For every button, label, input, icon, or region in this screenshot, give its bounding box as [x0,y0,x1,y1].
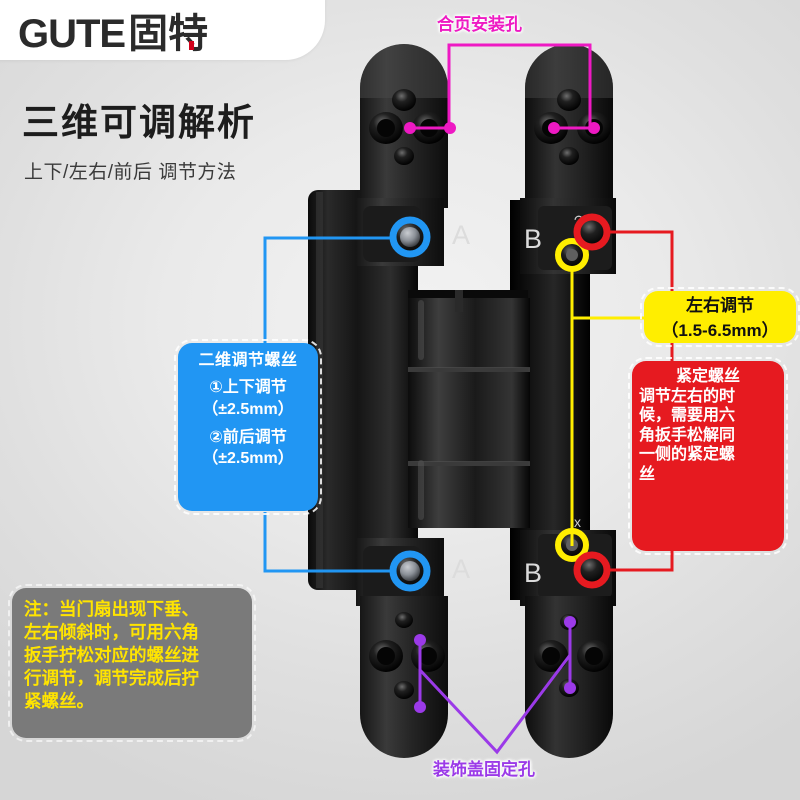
plate-label-a-top: A [452,220,470,250]
note-line1: 注：当门扇出现下垂、 [24,599,199,619]
brand-logo-latin: GUTE [18,12,126,56]
callout-red-line1: 调节左右的时 [639,387,736,405]
axis-mark-arrow: ↷ [574,212,586,228]
callout-blue-line2: （±2.5mm） [202,400,294,418]
brand-logo-cn: 固特 [128,14,208,54]
page-title: 三维可调解析 [22,102,256,143]
callout-yellow-line1: 左右调节 [686,296,754,315]
plate-label-a-bottom: A [452,554,470,584]
callout-blue-line3: ②前后调节 [209,428,287,446]
callout-red-line4: 一侧的紧定螺 [639,446,736,464]
callout-blue-line4: （±2.5mm） [202,450,294,468]
callout-blue-two-dimension-screws: 二维调节螺丝 ①上下调节 （±2.5mm） ②前后调节 （±2.5mm） [174,339,322,515]
plate-label-b-bottom: B [524,558,542,588]
callout-yellow-line2: （1.5-6.5mm） [661,320,779,340]
callout-yellow-left-right-adjust: 左右调节 （1.5-6.5mm） [640,287,800,347]
callout-note: 注：当门扇出现下垂、 左右倾斜时，可用六角 扳手拧松对应的螺丝进 行调节，调节完… [8,584,256,742]
callout-red-line5: 丝 [639,465,656,483]
brand-logo-cn-text: 固特 [128,12,209,56]
callout-red-title: 紧定螺丝 [675,368,740,385]
brand-chip: GUTE 固特 [0,0,325,60]
callout-blue-title: 二维调节螺丝 [198,352,298,369]
note-line5: 紧螺丝。 [24,691,94,712]
label-hinge-mounting-holes: 合页安装孔 [437,15,522,34]
page-subtitle: 上下/左右/前后 调节方法 [24,162,237,183]
axis-mark-x: x [574,514,581,530]
plate-label-b-top: B [524,224,542,254]
callout-red-line3: 角扳手松解同 [639,426,736,444]
callout-blue-line1: ①上下调节 [209,379,287,396]
brand-accent-dot [189,41,195,50]
callout-red-line2: 候，需要用六 [639,407,736,425]
callout-red-set-screw: 紧定螺丝 调节左右的时 候，需要用六 角扳手松解同 一侧的紧定螺 丝 [628,357,788,555]
label-cover-fixing-holes: 装饰盖固定孔 [433,760,535,779]
note-line4: 行调节，调节完成后拧 [24,668,199,689]
note-line2: 左右倾斜时，可用六角 [24,622,199,643]
note-line3: 扳手拧松对应的螺丝进 [24,645,199,666]
